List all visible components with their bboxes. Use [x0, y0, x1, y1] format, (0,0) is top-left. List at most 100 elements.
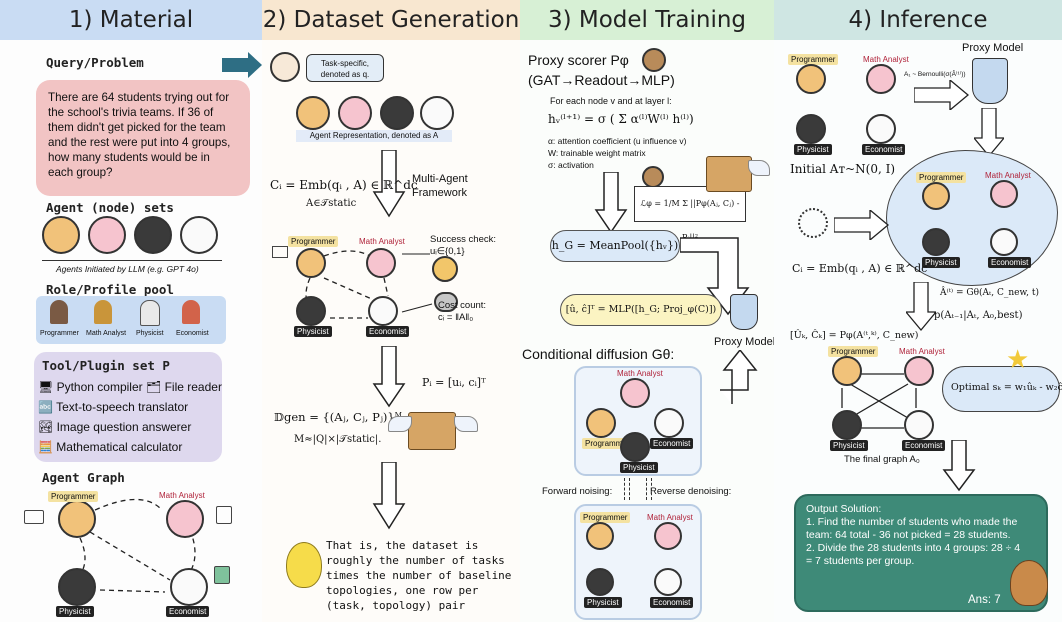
proxy-model-label: Proxy Model — [714, 336, 776, 348]
agents-bracket — [42, 260, 222, 261]
role-pool-title: Role/Profile pool — [46, 282, 174, 297]
cloud-physicist-node — [922, 228, 950, 256]
inf-programmer-node — [796, 64, 826, 94]
final-math-analyst-node — [904, 356, 934, 386]
cloud-programmer-label: Programmer — [916, 172, 967, 183]
task-label: Task-specific, denoted as q. — [306, 54, 384, 82]
down-arrow-4 — [594, 172, 628, 234]
query-title: Query/Problem — [46, 55, 144, 70]
graph-math-analyst-label: Math Analyst — [159, 491, 205, 500]
file-icon: 🗂 — [146, 380, 162, 394]
inf-math-analyst-label: Math Analyst — [863, 55, 909, 64]
tool-title: Tool/Plugin set P — [42, 358, 170, 373]
trophy-icon — [972, 58, 1008, 104]
up-dashed-arrow — [624, 478, 630, 500]
dataset-panel: 2) Dataset Generation Task-specific, den… — [222, 0, 520, 622]
training-header: 3) Model Training — [520, 0, 774, 40]
inf-economist-label: Economist — [862, 144, 906, 155]
hg-cloud: h_G = MeanPool({hᵥ}) — [550, 230, 680, 262]
proxy-sub: (GAT→Readout→MLP) — [528, 72, 675, 88]
h-formula: hᵥ⁽ˡ⁺¹⁾ = σ ( Σ α⁽ˡ⁾W⁽ˡ⁾ h⁽ˡ⁾) — [548, 112, 694, 126]
final-economist-label: Economist — [902, 440, 946, 451]
agent-rep-label: Agent Representation, denoted as A — [296, 130, 452, 142]
rep-pig-icon — [338, 96, 372, 130]
cd2-math-analyst-node — [654, 522, 682, 550]
ds-physicist-node — [296, 296, 326, 326]
lion-icon — [432, 256, 458, 282]
math-analyst-avatar — [94, 300, 112, 324]
inference-panel: 4) Inference Proxy Model A₁ ~ Bernoulli(… — [774, 0, 1062, 622]
ds-physicist-label: Physicist — [294, 326, 332, 337]
role-economist: Economist — [176, 330, 209, 337]
dog-agent-icon — [42, 216, 80, 254]
cost-label: Cost count: cᵢ = ‖A‖₀ — [438, 300, 487, 323]
cd2-programmer-label: Programmer — [580, 512, 631, 523]
sigma-text: σ: activation — [548, 160, 594, 170]
monitor-icon — [24, 510, 44, 524]
cloud-math-analyst-label: Math Analyst — [985, 171, 1031, 180]
down-arrow-1 — [372, 150, 406, 218]
inference-header: 4) Inference — [774, 0, 1062, 40]
arrow-to-dataset — [222, 58, 250, 72]
final-physicist-label: Physicist — [830, 440, 868, 451]
cond-title: Conditional diffusion Gθ: — [522, 346, 675, 362]
inf-physicist-node — [796, 114, 826, 144]
tool-python: 🖥 Python compiler — [38, 380, 143, 394]
graph-programmer-label: Programmer — [48, 491, 99, 502]
graph-programmer-node — [58, 500, 96, 538]
image-icon: 🏞 — [38, 420, 54, 434]
tool-box: Tool/Plugin set P 🖥 Python compiler 🗂 Fi… — [34, 352, 222, 462]
cd2-physicist-node — [586, 568, 614, 596]
down-arrow-6 — [906, 282, 936, 332]
cd-economist-node — [654, 408, 684, 438]
translate-icon: 🔤 — [38, 400, 53, 414]
tool-image-qa: 🏞 Image question answerer — [38, 420, 191, 434]
a-hat-formula: Â⁽ᵗ⁾ = Gθ(Aₜ, C_new, t) — [940, 288, 1039, 298]
wing-right-icon — [454, 416, 478, 432]
right-arrow-2 — [834, 210, 890, 240]
role-pool-box: Programmer Math Analyst Physicist Econom… — [36, 296, 226, 344]
pig-agent-icon — [88, 216, 126, 254]
wing-left-icon — [388, 416, 412, 432]
rep-penguin-icon — [380, 96, 414, 130]
ds-economist-label: Economist — [366, 326, 410, 337]
emb-formula: Cᵢ = Emb(qᵢ , A) ∈ ℝ^dc — [270, 178, 418, 192]
tool-calculator: 🧮 Mathematical calculator — [38, 440, 182, 454]
agents-caption: Agents Initiated by LLM (e.g. GPT 4o) — [56, 264, 199, 274]
dataset-summary: That is, the dataset is roughly the numb… — [326, 539, 512, 612]
framework-label: Multi-Agent Framework — [412, 173, 468, 199]
output-solution-box: Output Solution: 1. Find the number of s… — [794, 494, 1048, 612]
query-text: There are 64 students trying out for the… — [48, 91, 231, 179]
inf-math-analyst-node — [866, 64, 896, 94]
p-formula: Pᵢ = [uᵢ, cᵢ]ᵀ — [422, 376, 486, 389]
p-transition: p(Aₜ₋₁|Aₜ, A₀,best) — [934, 310, 1023, 321]
box-icon — [706, 156, 752, 192]
cloud-math-analyst-node — [990, 180, 1018, 208]
book-icon — [214, 566, 230, 584]
agent-sets-title: Agent (node) sets — [46, 200, 174, 215]
role-programmer: Programmer — [40, 330, 79, 337]
tool-file-reader-label: File reader — [164, 380, 222, 394]
economist-avatar — [182, 300, 200, 324]
query-box: There are 64 students trying out for the… — [36, 80, 250, 196]
loss-box: ℒφ = 1/M Σ ||Pφ(Aⱼ, Cⱼ) - Pⱼ||² — [634, 186, 746, 242]
training-panel: 3) Model Training Proxy scorer Pφ (GAT→R… — [520, 0, 776, 622]
trophy-icon — [730, 294, 758, 330]
optimal-cloud: Optimal sₖ = w₁ûₖ - w₂ĉₖ — [942, 366, 1062, 412]
down-arrow-2 — [372, 346, 406, 408]
cloud-economist-label: Economist — [988, 257, 1032, 268]
final-economist-node — [904, 410, 934, 440]
proxy-model-label: Proxy Model — [962, 42, 1024, 54]
down-dashed-arrow — [646, 478, 652, 500]
graph-economist-node — [170, 568, 208, 606]
inf-emb-formula: Cᵢ = Emb(qᵢ , A) ∈ ℝ^dc — [792, 262, 928, 275]
cd-economist-label: Economist — [650, 438, 694, 449]
final-programmer-label: Programmer — [828, 346, 879, 357]
cd-programmer-node — [586, 408, 616, 438]
tool-file-reader: 🗂 File reader — [146, 380, 222, 394]
right-arrow-1 — [914, 80, 970, 110]
box-icon — [408, 412, 456, 450]
w-text: W: trainable weight matrix — [548, 148, 646, 158]
initial-label: Initial Aᴛ~N(0, I) — [790, 162, 895, 176]
computer-icon: 🖥 — [38, 380, 54, 394]
